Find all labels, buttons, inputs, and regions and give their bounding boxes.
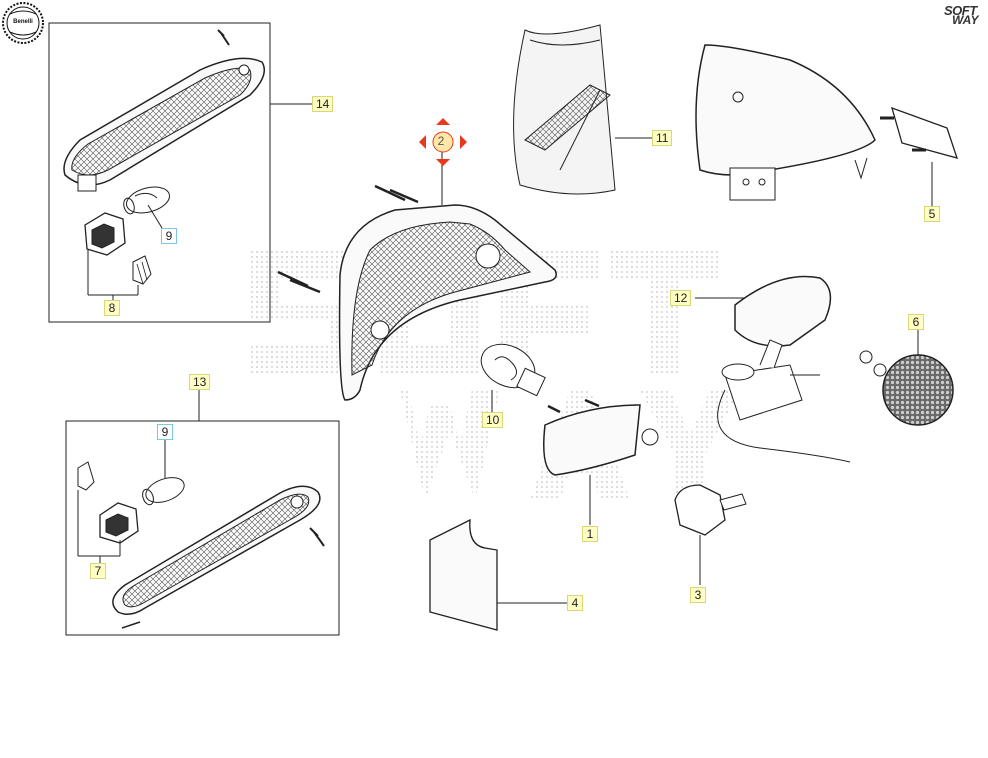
- callout-9-top[interactable]: 9: [161, 228, 177, 244]
- callout-12[interactable]: 12: [670, 290, 692, 306]
- part-6-reflector: [859, 330, 954, 426]
- callout-11[interactable]: 11: [652, 130, 673, 146]
- callout-13[interactable]: 13: [189, 374, 211, 390]
- softway-logo-text-2: WAY: [952, 13, 979, 27]
- part-10-bulb: [480, 343, 546, 412]
- part-4-plate: [429, 518, 567, 631]
- part-5-housing: [695, 44, 959, 206]
- part-11-bag: [513, 24, 652, 195]
- part-1-bracket: [543, 398, 659, 525]
- callout-10[interactable]: 10: [482, 412, 504, 428]
- callout-3[interactable]: 3: [690, 587, 706, 603]
- part-3-switch: [674, 484, 747, 585]
- callout-2-selected[interactable]: 2: [437, 134, 445, 148]
- box-13: [65, 390, 340, 636]
- selected-marker: [419, 118, 467, 166]
- callout-8[interactable]: 8: [104, 300, 120, 316]
- callout-1[interactable]: 1: [582, 526, 598, 542]
- benelli-logo: [2, 2, 44, 44]
- callout-5[interactable]: 5: [924, 206, 940, 222]
- callout-6[interactable]: 6: [908, 314, 924, 330]
- box-14: [48, 22, 312, 323]
- callout-9-bottom[interactable]: 9: [157, 424, 173, 440]
- softway-logo-text: SOFT: [944, 3, 977, 18]
- callout-7[interactable]: 7: [90, 563, 106, 579]
- part-12-cover: [695, 275, 851, 463]
- callout-14[interactable]: 14: [312, 96, 334, 112]
- callout-4[interactable]: 4: [567, 595, 583, 611]
- part-2-tail-light: [277, 152, 557, 401]
- benelli-logo-text: Benelli: [13, 19, 33, 25]
